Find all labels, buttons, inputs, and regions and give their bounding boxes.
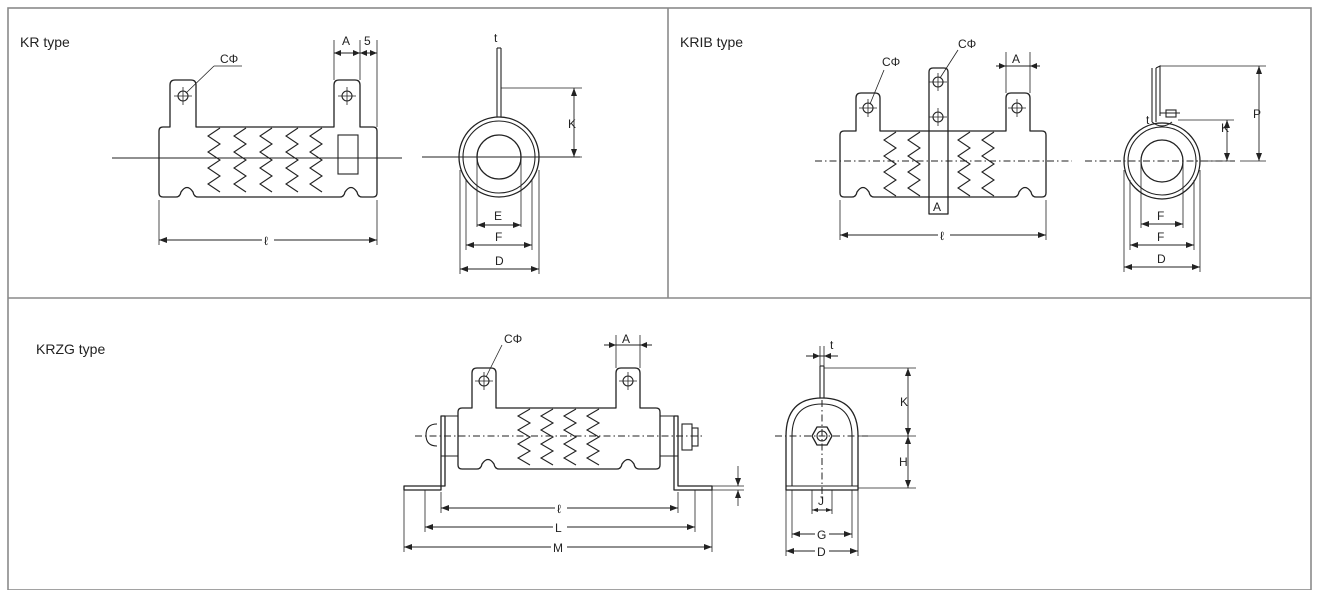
krib-title: KRIB type — [680, 34, 743, 50]
krzg-d-label: D — [817, 545, 826, 559]
krib-e-label: F — [1157, 209, 1164, 223]
kr-t-label: t — [494, 31, 498, 45]
krib-c-phi-left-label: CΦ — [882, 55, 900, 69]
kr-title: KR type — [20, 34, 70, 50]
krzg-t-label: t — [830, 338, 834, 352]
kr-e-label: E — [494, 209, 502, 223]
panel-krib: KRIB type A CΦ CΦ — [680, 34, 1266, 272]
kr-end-view: t K E F — [422, 31, 582, 274]
krib-c-phi-center-label: CΦ — [958, 37, 976, 51]
panel-krzg: KRZG type CΦ — [36, 332, 916, 559]
krib-f-label: F — [1157, 230, 1164, 244]
krib-end-view: t K P F — [1085, 65, 1266, 272]
kr-k-label: K — [568, 117, 576, 131]
krib-k-label: K — [1221, 121, 1229, 135]
krzg-a-label: A — [622, 332, 630, 346]
krzg-m-label: M — [553, 541, 563, 555]
krib-d-label: D — [1157, 252, 1166, 266]
krzg-side-view: CΦ A ℓ — [403, 332, 744, 555]
kr-c-phi-label: CΦ — [220, 52, 238, 66]
krib-a-band-label: A — [933, 200, 941, 214]
panel-grid — [7, 7, 1312, 590]
kr-l-label: ℓ — [264, 234, 268, 248]
kr-d-label: D — [495, 254, 504, 268]
krib-t-label: t — [1146, 113, 1150, 127]
krzg-end-view: t K H J G — [775, 338, 916, 559]
krzg-k-label: K — [900, 395, 908, 409]
kr-side-view: CΦ A 5 ℓ — [112, 34, 402, 248]
krzg-c-phi-label: CΦ — [504, 332, 522, 346]
panel-kr: KR type CΦ — [20, 31, 582, 274]
krzg-big-l-label: L — [555, 521, 562, 535]
krib-l-label: ℓ — [940, 229, 944, 243]
krzg-h-label: H — [899, 455, 908, 469]
krzg-title: KRZG type — [36, 341, 105, 357]
kr-f-label: F — [495, 230, 502, 244]
krib-p-label: P — [1253, 107, 1261, 121]
krib-a-top-label: A — [1012, 52, 1020, 66]
krzg-g-label: G — [817, 528, 826, 542]
kr-a-label: A — [342, 34, 350, 48]
krib-side-view: A CΦ CΦ A ℓ — [815, 37, 1072, 243]
kr-five-label: 5 — [364, 34, 371, 48]
krzg-j-label: J — [818, 494, 824, 508]
krzg-l-label: ℓ — [557, 502, 561, 516]
